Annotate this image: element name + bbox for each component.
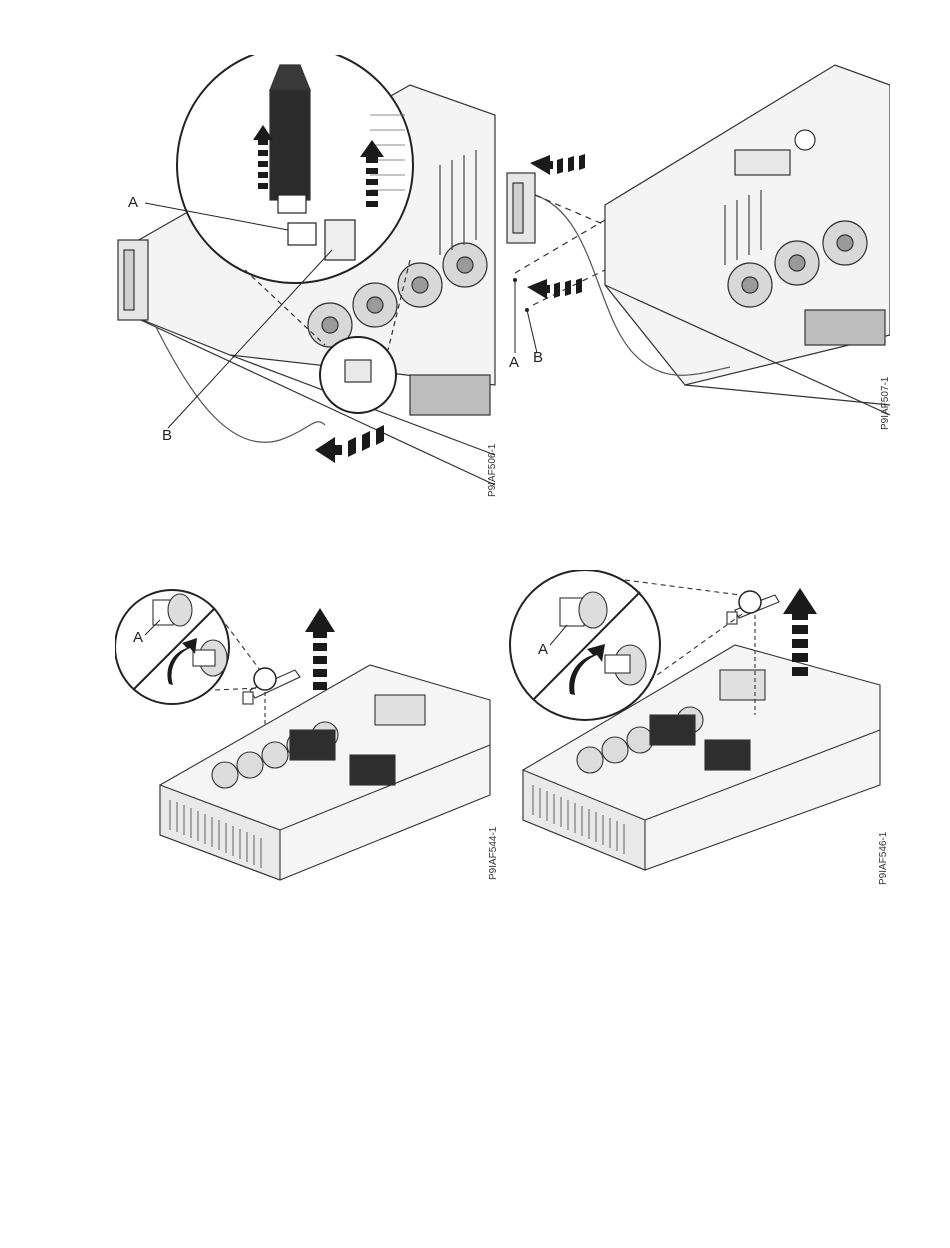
- figure-id-label: P9IAF544-1: [488, 827, 499, 880]
- figure-2-illustration: A B: [505, 55, 890, 435]
- cable-routing-illustration: [505, 55, 890, 435]
- callout-b-label: B: [162, 428, 172, 443]
- figure-3-illustration: A: [115, 580, 495, 885]
- figure-id-label: P9IAF507-1: [880, 377, 891, 430]
- push-arrow-icon: [530, 154, 585, 175]
- callout-a-label: A: [128, 195, 138, 210]
- figure-id-label: P9IAF506-1: [487, 444, 498, 497]
- callout-a-label: A: [538, 642, 548, 657]
- push-arrow-icon: [527, 278, 582, 299]
- figure-id-label: P9IAF546-1: [878, 832, 889, 885]
- bracket-removal-illustration: [115, 580, 495, 885]
- bracket-lift-illustration: [505, 570, 885, 880]
- lift-arrow-icon: [305, 608, 335, 690]
- figure-1-illustration: A B: [110, 55, 500, 505]
- push-arrow-icon: [315, 425, 384, 463]
- figure-4-illustration: A: [505, 570, 885, 880]
- callout-a-label: A: [509, 355, 519, 370]
- callout-b-label: B: [533, 350, 543, 365]
- callout-a-label: A: [133, 630, 143, 645]
